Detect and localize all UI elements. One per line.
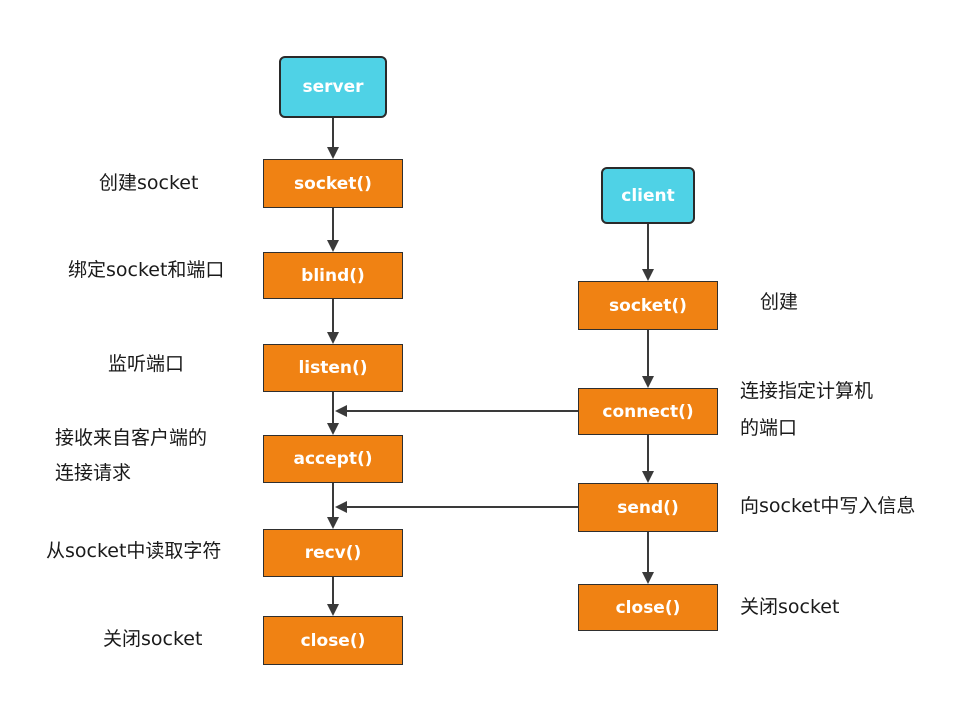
server-listen-label: listen() — [298, 358, 368, 378]
server-close-label: close() — [300, 630, 366, 651]
server-title: server — [302, 77, 364, 97]
server-blind-node: blind() — [263, 252, 403, 299]
client-title: client — [621, 185, 675, 206]
server-socket-node: socket() — [263, 159, 403, 208]
client-socket-node: socket() — [578, 281, 718, 330]
server-recv-desc: 从socket中读取字符 — [46, 540, 222, 562]
client-connect-node: connect() — [578, 388, 718, 435]
server-socket-desc: 创建socket — [99, 172, 199, 194]
server-listen-desc: 监听端口 — [108, 353, 185, 375]
server-node: server — [279, 56, 387, 118]
client-connect-desc-line2: 的端口 — [740, 417, 798, 439]
client-connect-label: connect() — [602, 401, 694, 422]
client-connect-desc: 连接指定计算机 — [740, 380, 874, 402]
server-close-node: close() — [263, 616, 403, 665]
server-accept-label: accept() — [293, 449, 373, 469]
server-accept-desc: 接收来自客户端的 — [55, 427, 208, 449]
client-send-label: send() — [617, 497, 679, 518]
client-close-desc: 关闭socket — [740, 596, 840, 618]
client-close-label: close() — [615, 597, 681, 618]
client-close-node: close() — [578, 584, 718, 631]
client-socket-label: socket() — [609, 295, 687, 316]
server-accept-desc-line2: 连接请求 — [55, 462, 132, 484]
client-socket-desc: 创建 — [760, 291, 799, 313]
server-blind-desc: 绑定socket和端口 — [68, 259, 225, 281]
server-close-desc: 关闭socket — [103, 628, 203, 650]
server-blind-label: blind() — [301, 265, 365, 286]
client-node: client — [601, 167, 695, 224]
server-recv-node: recv() — [263, 529, 403, 577]
client-send-desc: 向socket中写入信息 — [740, 495, 916, 517]
client-send-node: send() — [578, 483, 718, 532]
server-recv-label: recv() — [304, 543, 362, 563]
server-socket-label: socket() — [294, 173, 372, 194]
server-accept-node: accept() — [263, 435, 403, 483]
server-listen-node: listen() — [263, 344, 403, 392]
